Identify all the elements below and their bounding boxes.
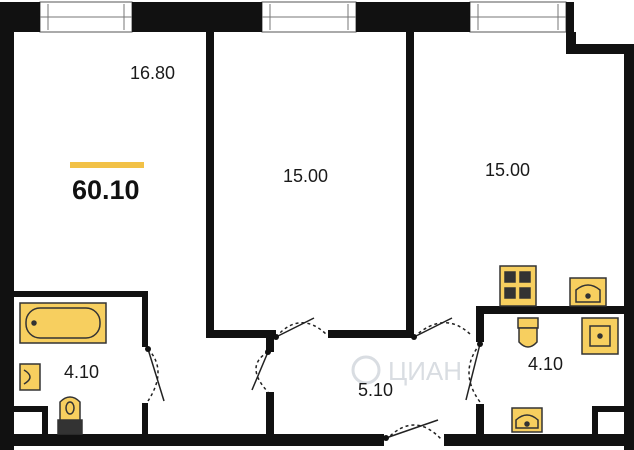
wall-bathroom-right-lower (142, 403, 148, 440)
wall-top-mid-right (356, 2, 470, 32)
wall-bathroom-niche-side (42, 406, 48, 440)
room-area-bathroom: 4.10 (64, 362, 99, 382)
room-area-living-room: 16.80 (130, 63, 175, 83)
kitchen-sink-icon (569, 277, 607, 307)
toilet-icon (57, 396, 83, 435)
door-hinges (145, 334, 483, 441)
bathroom-sink-icon (19, 363, 41, 391)
wall-bathroom-right-upper (142, 291, 148, 347)
wall-bathroom-niche (14, 406, 46, 412)
room-area-bedroom-right: 15.00 (485, 160, 530, 180)
wall-kitchen-niche-side (592, 406, 598, 436)
washbasin-icon (511, 407, 543, 433)
room-area-hallway: 5.10 (358, 380, 393, 400)
wall-corner-step-horizontal (566, 44, 634, 54)
stove-icon (499, 265, 537, 307)
room-area-kitchen: 4.10 (528, 354, 563, 374)
total-area-accent-bar (70, 162, 144, 168)
wall-kitchen-left-lower (476, 404, 484, 440)
wc-toilet-icon (517, 317, 539, 348)
fixtures (19, 265, 619, 435)
door-kitchen (465, 343, 481, 403)
door-hallway-side (251, 351, 269, 393)
wall-kitchen-niche (594, 406, 624, 412)
wall-bedroom-bedroom (406, 32, 414, 336)
wall-bathroom-top (14, 291, 148, 297)
wall-bedroom-middle-bottom-right (328, 330, 414, 338)
wall-right (624, 44, 634, 450)
wall-bottom-left (0, 434, 384, 446)
wall-bottom-right (444, 434, 634, 446)
wall-hallway-stub-bottom (266, 392, 274, 438)
door-entrance (385, 419, 443, 441)
shower-tray-icon (581, 317, 619, 355)
bathtub-icon (19, 302, 107, 344)
wall-kitchen-top (476, 306, 634, 314)
watermark-text: ЦИАН (388, 356, 462, 386)
door-bathroom (147, 348, 165, 402)
wall-bedroom-middle-bottom-left (206, 330, 276, 338)
doors (147, 317, 481, 441)
door-bedroom-middle (275, 317, 327, 338)
wall-hallway-stub-top (266, 338, 274, 352)
watermark: ЦИАН (351, 355, 462, 386)
room-area-bedroom-middle: 15.00 (283, 166, 328, 186)
wall-top-right (566, 2, 574, 32)
door-bedroom-right (413, 317, 471, 338)
total-area-label: 60.10 (72, 175, 140, 205)
wall-left (0, 2, 14, 450)
wall-corner-step-vertical (566, 32, 576, 50)
wall-living-bedroom (206, 32, 214, 336)
watermark-logo-icon (351, 355, 381, 385)
wall-top-mid-left (132, 2, 262, 32)
window-glazing-lines (40, 4, 566, 30)
wall-kitchen-left-upper (476, 306, 484, 342)
